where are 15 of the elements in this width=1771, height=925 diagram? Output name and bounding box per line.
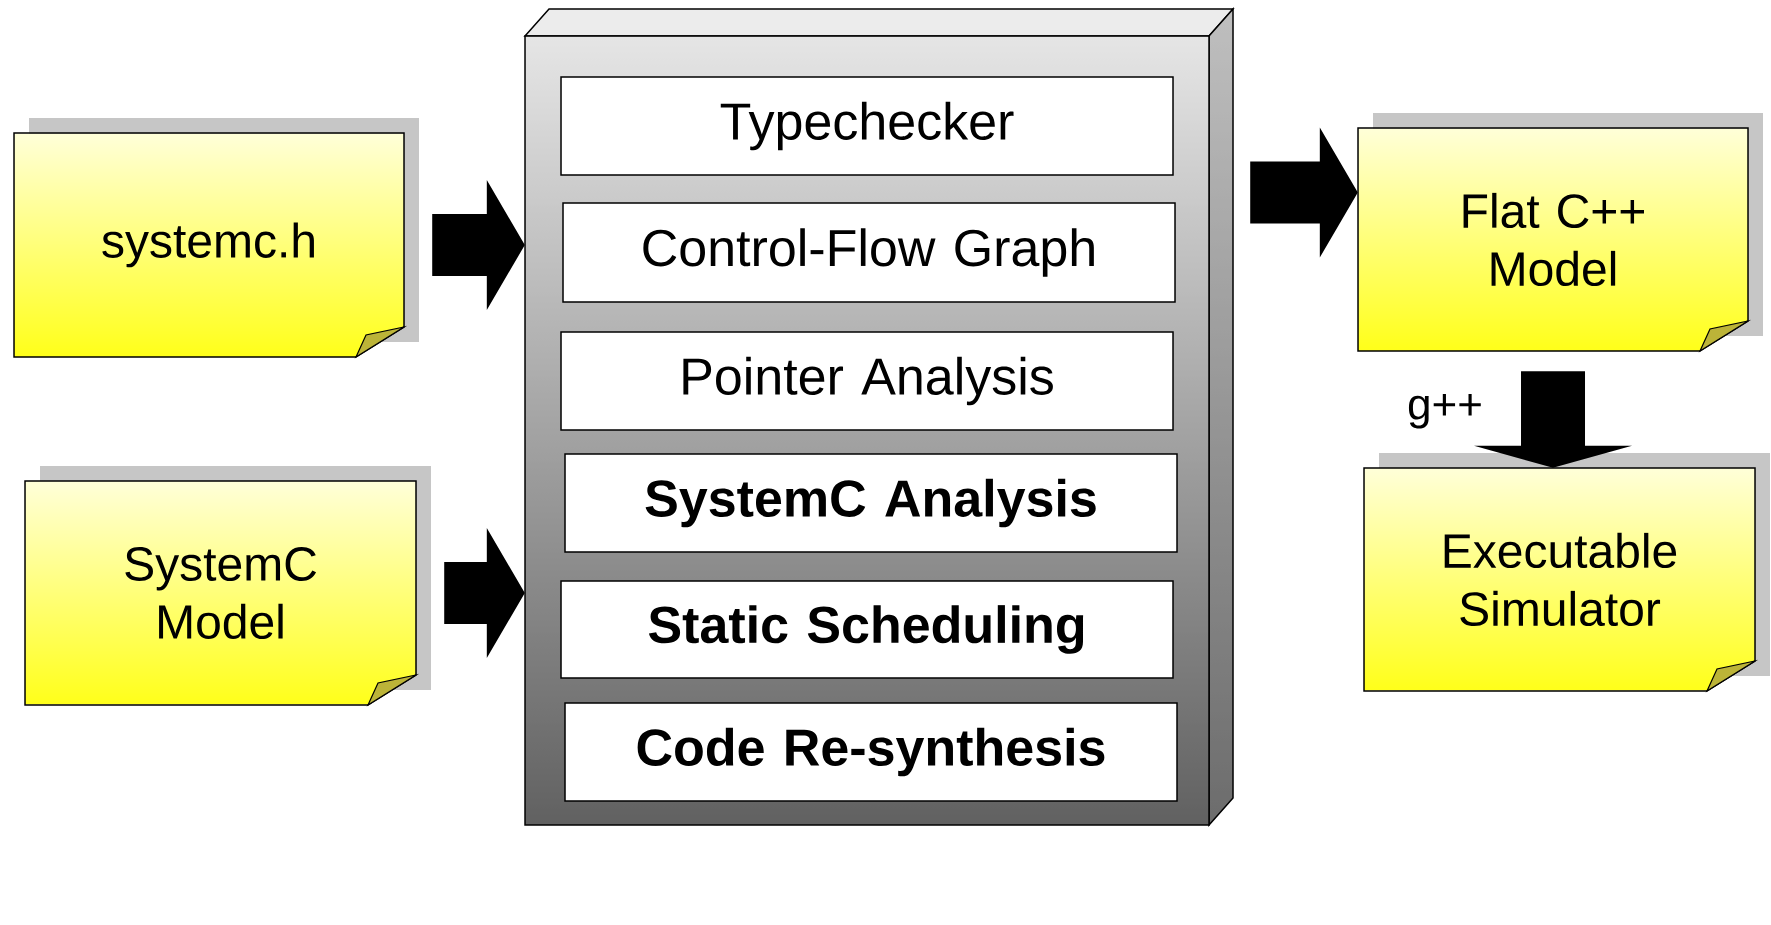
note-box: Executable Simulator: [1363, 453, 1770, 693]
block-arrow: [444, 528, 525, 658]
stage-box: Typechecker: [560, 76, 1174, 176]
note-box: systemc.h: [13, 118, 419, 359]
edge-label: g++: [1405, 391, 1485, 431]
block-arrow: [1250, 127, 1358, 258]
note-box: Flat C++ Model: [1357, 113, 1763, 353]
stage-box: Control-Flow Graph: [562, 202, 1176, 303]
stage-box: SystemC Analysis: [564, 453, 1178, 553]
stage-box: Code Re-synthesis: [564, 702, 1178, 802]
block-arrow: [432, 180, 525, 310]
block-arrow: [1474, 371, 1632, 468]
note-box: SystemC Model: [24, 466, 431, 707]
stage-box: Pointer Analysis: [560, 331, 1174, 431]
stage-box: Static Scheduling: [560, 580, 1174, 679]
